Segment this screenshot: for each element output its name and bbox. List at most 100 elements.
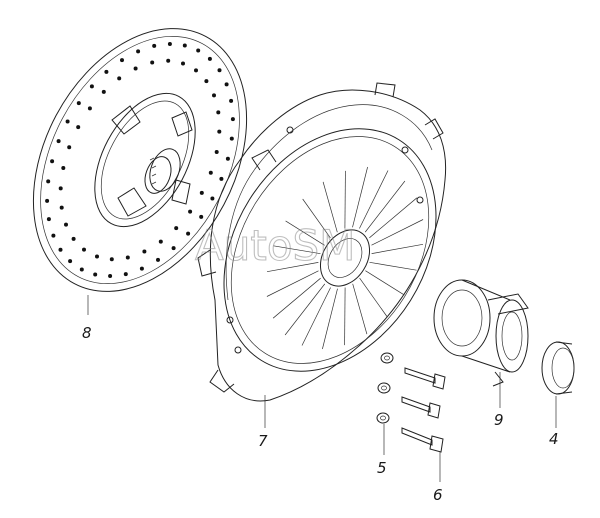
spring-finger [371, 243, 424, 254]
spring-finger [352, 283, 368, 335]
rivet-hole [217, 68, 222, 73]
rivet-hole [58, 186, 63, 191]
spring-finger [344, 287, 346, 346]
rivet-hole [68, 259, 73, 264]
rivet-hole [199, 214, 204, 219]
rivet-hole [123, 272, 128, 277]
rivet-hole [171, 246, 176, 251]
rivet-hole [120, 58, 124, 63]
rivet-hole [208, 170, 213, 175]
bolts [401, 367, 446, 453]
rivet-hole [45, 198, 50, 203]
rivet-hole [95, 254, 99, 259]
rivet-hole [186, 231, 191, 236]
rivet-hole [229, 98, 234, 103]
spring-finger [284, 283, 326, 336]
rivet-hole [224, 82, 229, 87]
diaphragm-spring-fingers [266, 166, 424, 350]
rivet-hole [207, 56, 212, 61]
clutch-disc [32, 28, 248, 292]
rivet-hole [158, 239, 163, 244]
spring-finger [371, 219, 424, 246]
rivet-hole [58, 247, 63, 252]
spring-finger [359, 170, 389, 229]
spring-finger [344, 170, 346, 229]
rivet-hole [56, 139, 61, 144]
rivet-hole [64, 222, 68, 227]
rivet-hole [166, 58, 171, 63]
friction-rivet-holes [45, 42, 235, 278]
rivet-hole [174, 226, 179, 231]
rivet-hole [87, 106, 92, 111]
rivet-hole [214, 150, 219, 154]
rivet-hole [167, 42, 172, 46]
callout-4: 4 [549, 430, 559, 448]
rivet-hole [182, 43, 187, 48]
spring-finger [301, 287, 331, 346]
spring-finger [322, 288, 338, 350]
rivet-hole [230, 117, 235, 122]
rivet-hole [188, 209, 193, 214]
rivet-hole [117, 76, 122, 81]
rivet-hole [67, 145, 72, 150]
callouts: 8 7 5 6 9 4 [82, 324, 559, 504]
rivet-hole [76, 125, 81, 130]
spring-finger [272, 277, 321, 319]
rivet-hole [133, 66, 138, 71]
rivet-hole [71, 236, 76, 241]
pressure-plate [197, 82, 447, 402]
rivet-hole [181, 61, 185, 66]
leader-lines [87, 295, 557, 482]
rivet-hole [142, 249, 147, 254]
spring-finger [266, 270, 319, 297]
rivet-hole [104, 69, 109, 74]
rivet-hole [89, 84, 94, 89]
spring-finger [369, 197, 418, 239]
spring-finger [285, 220, 325, 246]
spring-finger [359, 277, 388, 318]
rivet-hole [125, 255, 130, 260]
rivet-hole [150, 60, 155, 65]
rivet-hole [219, 176, 224, 181]
rivet-hole [76, 101, 81, 106]
rivet-hole [46, 217, 51, 222]
rivet-hole [204, 79, 209, 84]
release-bearing [433, 279, 529, 387]
rivet-hole [136, 49, 141, 54]
rivet-hole [108, 274, 113, 278]
spring-finger [365, 270, 405, 296]
rivet-hole [79, 267, 84, 272]
rivet-hole [82, 247, 86, 252]
rivet-hole [109, 257, 114, 262]
rivet-hole [196, 48, 201, 53]
callout-7: 7 [258, 432, 268, 450]
callout-8: 8 [82, 324, 92, 342]
watermark-text: AutoSM [195, 221, 355, 270]
rivet-hole [194, 68, 198, 73]
rivet-hole [50, 159, 55, 164]
spring-finger [266, 262, 319, 273]
spring-finger [364, 180, 406, 233]
callout-5: 5 [377, 459, 387, 477]
rivet-hole [101, 89, 106, 94]
rivet-hole [61, 166, 66, 170]
rivet-hole [59, 205, 64, 210]
rivet-hole [46, 179, 51, 184]
rivet-hole [210, 196, 215, 201]
spring-finger [322, 181, 338, 233]
callout-9: 9 [494, 411, 504, 429]
rivet-hole [156, 257, 160, 262]
rivet-hole [199, 190, 204, 195]
rivet-hole [229, 136, 234, 141]
washers [376, 352, 394, 424]
rivet-hole [152, 43, 157, 48]
spring-finger [302, 198, 331, 239]
spring-finger [273, 245, 321, 255]
callout-6: 6 [433, 486, 443, 504]
rivet-hole [212, 93, 216, 98]
rivet-hole [51, 233, 56, 238]
ring [541, 341, 575, 395]
spring-finger [369, 261, 417, 271]
